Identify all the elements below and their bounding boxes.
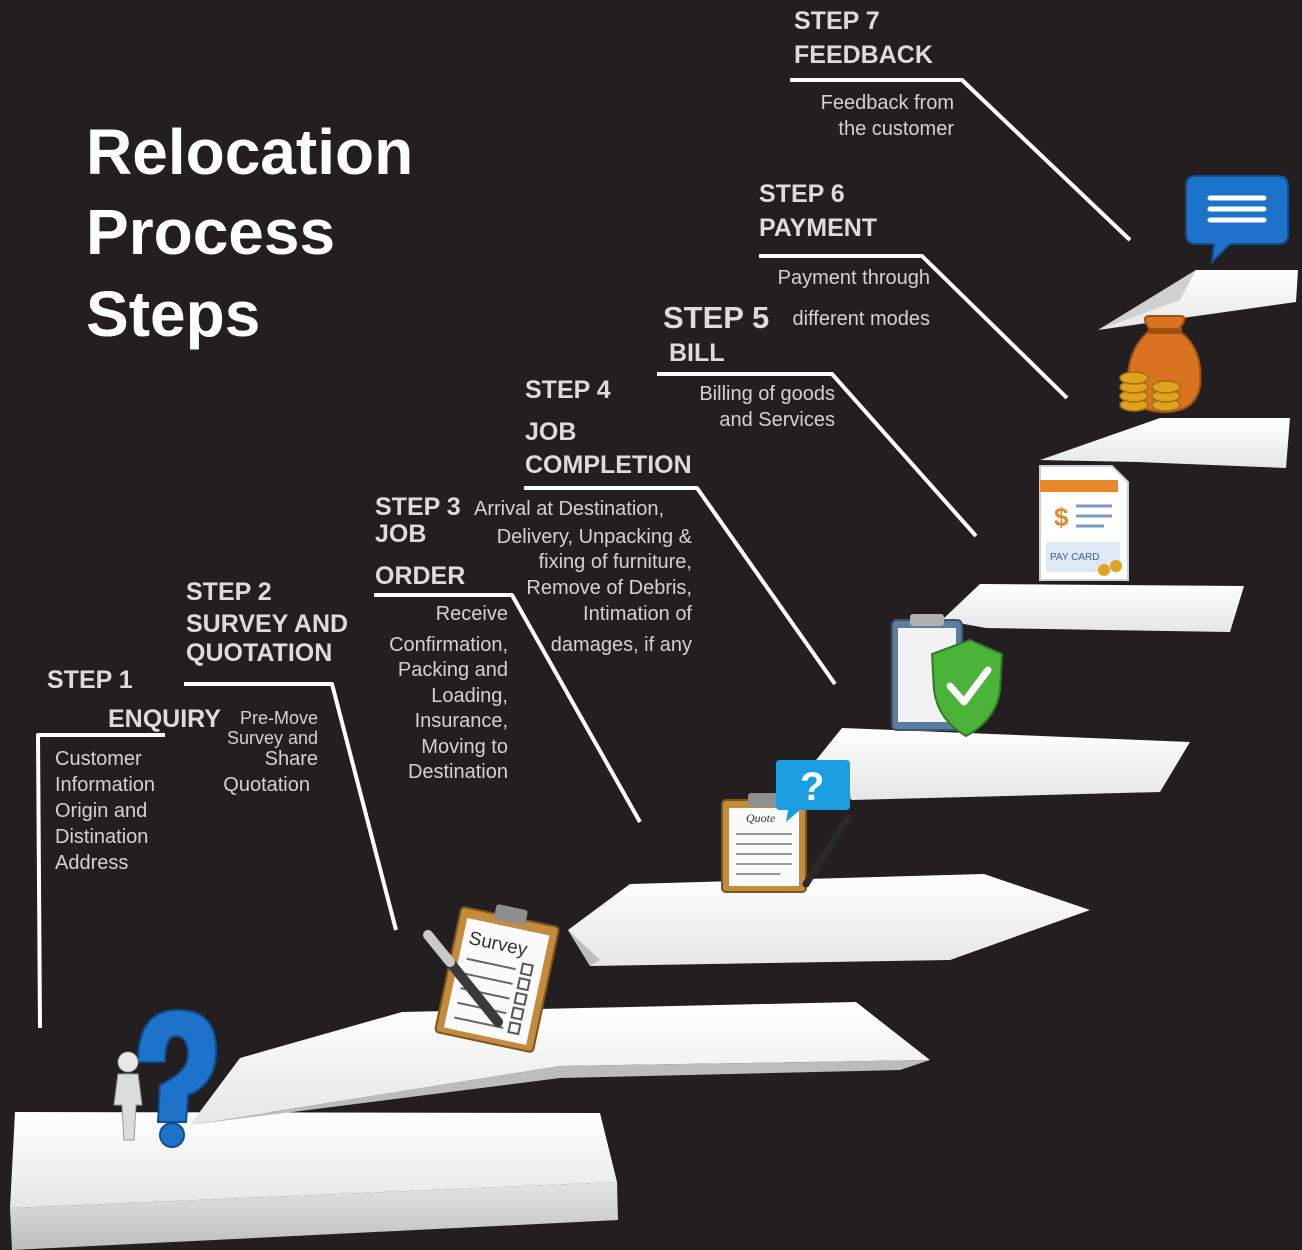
step-2-connector-line (184, 682, 398, 931)
shield-check-clipboard-icon (891, 614, 1004, 738)
step-6-name: PAYMENT (759, 214, 878, 242)
stair-step-1 (10, 1112, 618, 1250)
step-5-connector-line (657, 372, 978, 538)
step-4-description-line-5: Intimation of (583, 603, 692, 625)
step-6-description-line-1: Payment through (777, 267, 930, 289)
title-line-2: Process (86, 196, 336, 268)
svg-text:?: ? (800, 765, 824, 809)
step-4-description-line-6: damages, if any (550, 634, 692, 656)
step-3-description-line-5: Insurance, (414, 710, 508, 732)
step-2-description-line-2: Survey and (226, 728, 318, 748)
step-4-name-line-2: COMPLETION (525, 451, 692, 479)
stair-step-2 (190, 1002, 930, 1125)
step-1-number: STEP 1 (47, 666, 133, 694)
step-7-name: FEEDBACK (794, 41, 933, 69)
stair-step-7 (1098, 270, 1298, 330)
step-4-connector-line (524, 486, 837, 686)
money-bag-icon (1119, 315, 1202, 414)
step-1-description-line-3: Origin and (55, 800, 148, 822)
step-3-description-line-3: Packing and (397, 659, 508, 681)
step-1-name: ENQUIRY (108, 705, 221, 733)
stair-step-3 (568, 874, 1090, 966)
step-3-description-line-7: Destination (407, 761, 508, 783)
step-6-number: STEP 6 (759, 180, 845, 208)
step-3-number: STEP 3 (375, 493, 461, 521)
step-2-number: STEP 2 (186, 578, 272, 606)
step-1-description-line-1: Customer (55, 748, 142, 770)
step-7-description-line-2: the customer (838, 118, 954, 140)
step-4-description-line-2: Delivery, Unpacking & (496, 526, 692, 548)
step-5-description-line-1: Billing of goods (699, 383, 835, 405)
stair-step-6 (1040, 418, 1290, 468)
step-4-name-line-1: JOB (525, 418, 577, 446)
step-1-description-line-5: Address (55, 852, 129, 874)
step-5-description-line-2: and Services (719, 409, 835, 431)
step-3-name-line-1: JOB (375, 520, 427, 548)
step-3-description-line-2: Confirmation, (389, 634, 508, 656)
step-5-number: STEP 5 (663, 300, 770, 335)
stair-step-4 (808, 728, 1190, 800)
title-line-3: Steps (86, 278, 261, 350)
step-6-connector-line (759, 254, 1069, 400)
quote-clipboard-icon: Quote ? (721, 760, 852, 893)
step-4-description-line-3: fixing of furniture, (538, 551, 692, 573)
step-3-connector-line (374, 593, 642, 823)
pen-icon (423, 930, 503, 1027)
step-4-description-line-4: Remove of Debris, (526, 577, 692, 599)
step-7-number: STEP 7 (794, 7, 880, 35)
step-4-description-line-1: Arrival at Destination, (474, 498, 665, 520)
step-2-name-line-2: QUOTATION (186, 639, 333, 667)
step-5-name: BILL (669, 339, 725, 367)
step-6-description-line-2: different modes (792, 308, 931, 330)
step-2-description-line-1: Pre-Move (239, 708, 318, 728)
step-4-number: STEP 4 (525, 376, 611, 404)
step-3-name-line-2: ORDER (375, 562, 466, 590)
step-1-description-line-4: Distination (55, 826, 149, 848)
step-2-description-line-3: Share (264, 748, 318, 770)
survey-clipboard-icon: Survey (434, 904, 560, 1053)
step-2-name-line-1: SURVEY AND (186, 610, 349, 638)
invoice-icon: $ PAY CARD (1039, 465, 1129, 581)
chat-bubble-icon (1185, 175, 1289, 265)
step-7-description-line-1: Feedback from (820, 92, 954, 114)
svg-text:$: $ (1054, 502, 1069, 532)
step-3-description-line-4: Loading, (431, 685, 508, 707)
step-1-description-line-2: Information (55, 774, 156, 796)
question-mark-person-icon (113, 1008, 218, 1148)
quote-clipboard-text: Quote (746, 811, 776, 825)
step-2-description-line-4: Quotation (223, 774, 310, 796)
stair-step-5 (942, 584, 1244, 632)
invoice-pay-card-text: PAY CARD (1050, 552, 1099, 563)
step-3-description-line-6: Moving to (421, 736, 508, 758)
step-3-description-line-1: Receive (435, 603, 508, 625)
step-7-connector-line (790, 78, 1132, 242)
title-line-1: Relocation (86, 116, 414, 188)
step-1-connector-line (36, 733, 165, 1029)
